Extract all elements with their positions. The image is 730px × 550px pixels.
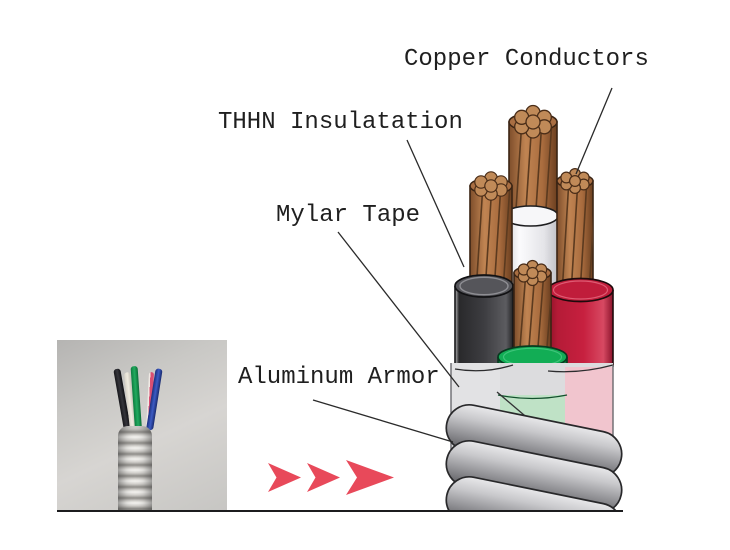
photo-armor-tube <box>118 426 152 510</box>
real-cable-photo <box>57 340 227 510</box>
leader-thhn-insulation <box>406 139 465 268</box>
copper-bundle-left <box>469 171 513 292</box>
leader-lines <box>312 87 613 443</box>
label-mylar-tape: Mylar Tape <box>276 202 421 229</box>
label-copper-conductors: Copper Conductors <box>404 46 649 73</box>
leader-mylar-tape <box>337 231 460 388</box>
leader-aluminum-armor <box>312 399 454 443</box>
leader-copper-conductors <box>575 87 613 175</box>
label-aluminum-armor: Aluminum Armor <box>238 364 440 391</box>
copper-bundle-front <box>513 259 552 361</box>
cutaway-cable <box>57 104 623 512</box>
triple-chevron-right-icon <box>268 460 394 495</box>
copper-bundle-right <box>556 168 594 294</box>
conductor-red <box>547 277 614 373</box>
label-thhn-insulation: THHN Insulatation <box>218 109 463 136</box>
aluminum-armor-spiral <box>445 403 623 511</box>
